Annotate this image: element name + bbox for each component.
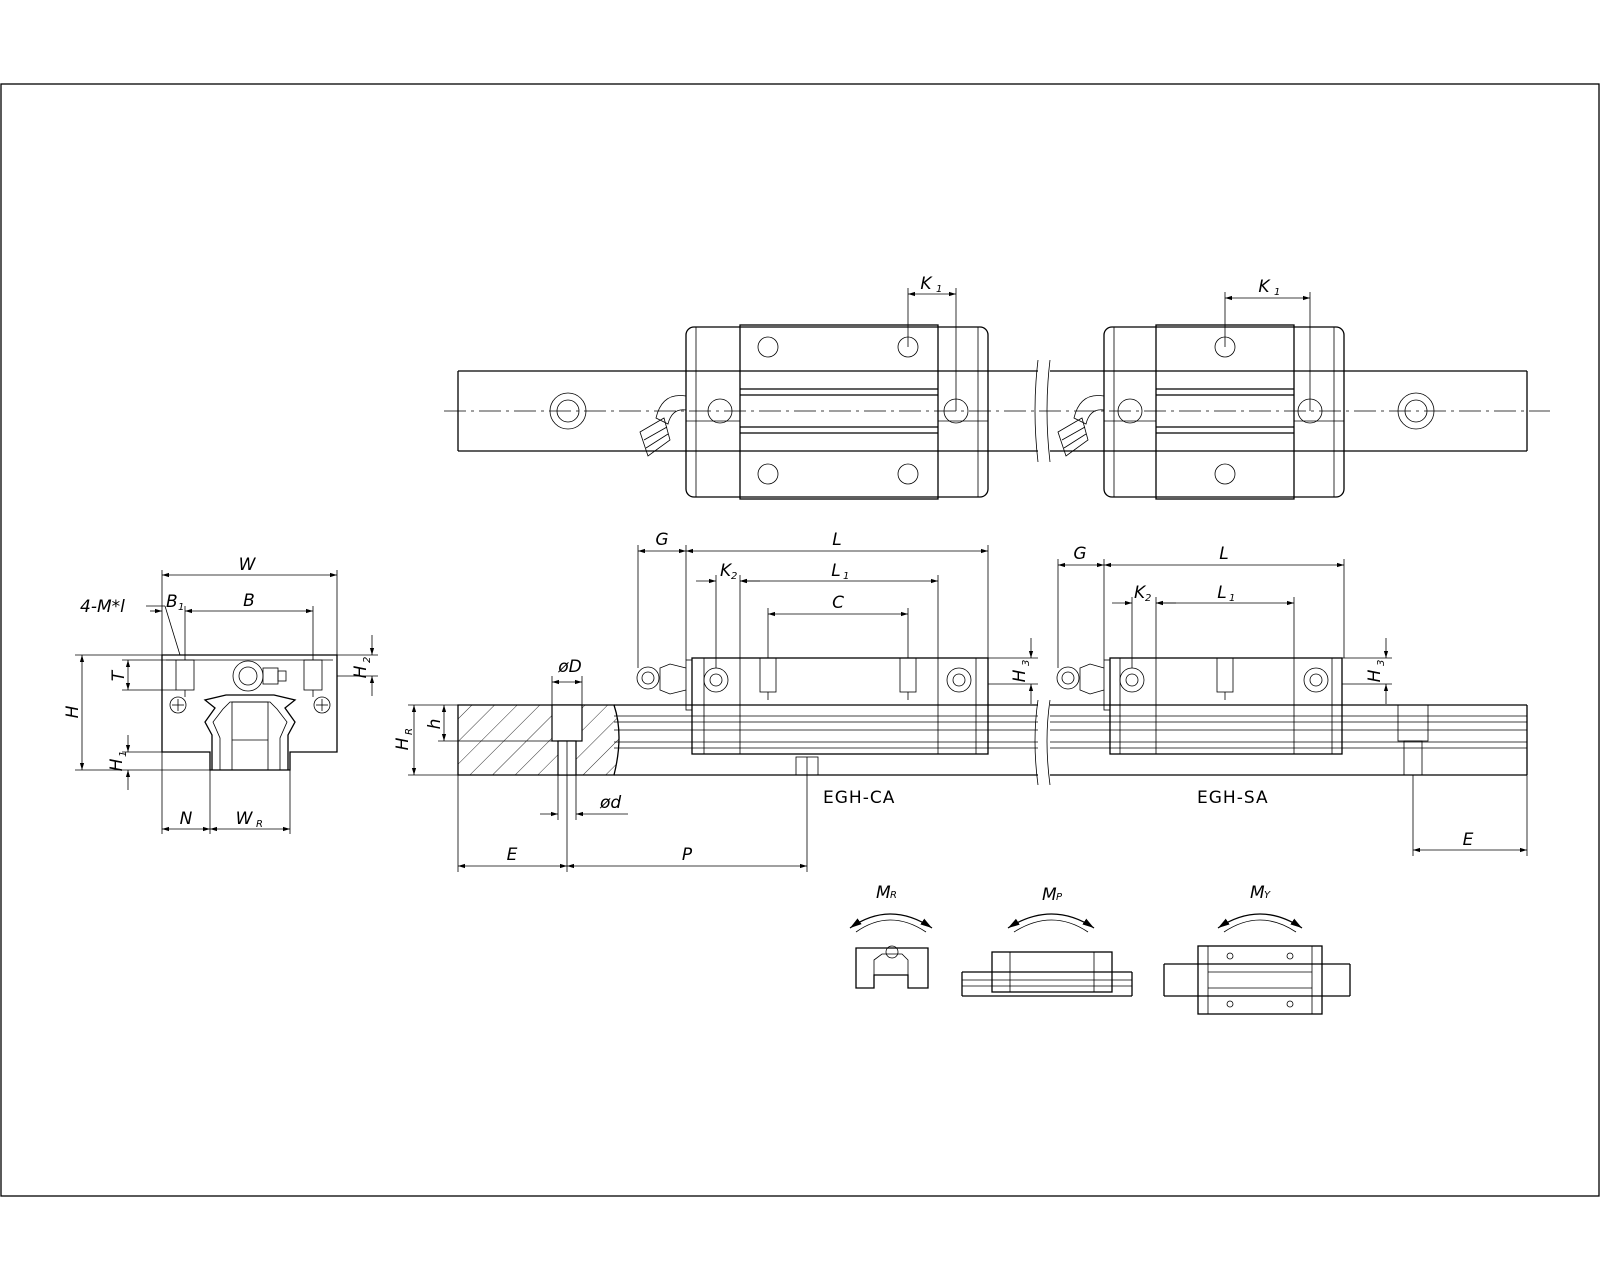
- label-K2-sa-sub: 2: [1145, 593, 1151, 604]
- label-H1-sub: 1: [118, 751, 129, 757]
- label-phiD: øD: [557, 657, 582, 677]
- label-L1-sa-sub: 1: [1229, 593, 1235, 604]
- label-MY: M: [1250, 883, 1265, 903]
- label-K1-sa: K: [1258, 277, 1271, 297]
- label-H2: H: [351, 665, 371, 678]
- end-view: [161, 654, 338, 771]
- label-B: B: [243, 591, 255, 611]
- label-G-ca: G: [655, 530, 668, 550]
- label-C: C: [832, 593, 844, 613]
- label-L1-sa: L: [1217, 583, 1226, 603]
- label-h: h: [425, 719, 445, 730]
- label-H3-ca: H: [1010, 669, 1030, 682]
- caption-egh-sa: EGH-SA: [1197, 788, 1269, 808]
- label-G-sa: G: [1073, 544, 1086, 564]
- label-H3-sa-sub: 3: [1376, 660, 1387, 666]
- label-K2-ca-sub: 2: [731, 571, 737, 582]
- label-K1-sa-sub: 1: [1274, 287, 1280, 298]
- label-H1: H: [107, 758, 127, 771]
- end-view-dimensions: W B B 1 4-M*l H T H 1 H 2 N: [63, 555, 378, 834]
- moment-roll-icon: M R: [849, 883, 933, 989]
- label-B1: B: [166, 592, 178, 612]
- label-K2-ca: K: [720, 561, 733, 581]
- label-K1-ca-sub: 1: [936, 284, 942, 295]
- label-WR-sub: R: [256, 819, 263, 830]
- label-HR: H: [393, 737, 413, 750]
- label-MP-sub: P: [1056, 892, 1063, 903]
- label-MY-sub: Y: [1264, 890, 1271, 901]
- top-view-dimensions: K 1 K 1: [907, 274, 1311, 411]
- label-L-sa: L: [1219, 544, 1228, 564]
- label-H3-sa: H: [1365, 669, 1385, 682]
- label-P: P: [682, 845, 693, 865]
- label-HR-sub: R: [404, 728, 415, 735]
- label-L1-ca-sub: 1: [843, 571, 849, 582]
- side-view: [457, 657, 1528, 786]
- top-view: [444, 324, 1550, 500]
- label-N: N: [180, 809, 193, 829]
- caption-egh-ca: EGH-CA: [823, 788, 895, 808]
- label-MR-sub: R: [890, 890, 897, 901]
- label-K2-sa: K: [1134, 583, 1147, 603]
- label-H3-ca-sub: 3: [1021, 660, 1032, 666]
- sheet-frame: [0, 83, 1600, 1197]
- label-E-left: E: [507, 845, 518, 865]
- label-B1-sub: 1: [178, 602, 184, 613]
- label-L1-ca: L: [831, 561, 840, 581]
- label-WR: W: [236, 809, 254, 829]
- label-MP: M: [1042, 885, 1057, 905]
- label-E-right: E: [1463, 830, 1474, 850]
- label-K1-ca: K: [920, 274, 933, 294]
- label-MR: M: [876, 883, 891, 903]
- side-view-dimensions: G L K 2 L 1 C H 3 G L K: [393, 530, 1528, 872]
- label-tapped-hole: 4-M*l: [80, 597, 125, 617]
- moment-yaw-icon: M Y: [1163, 883, 1351, 1015]
- label-W: W: [239, 555, 257, 575]
- label-phid: ød: [599, 793, 621, 813]
- moment-pitch-icon: M P: [961, 885, 1133, 997]
- label-L-ca: L: [832, 530, 841, 550]
- label-H: H: [63, 705, 83, 718]
- label-H2-sub: 2: [362, 657, 373, 663]
- label-T: T: [109, 669, 129, 681]
